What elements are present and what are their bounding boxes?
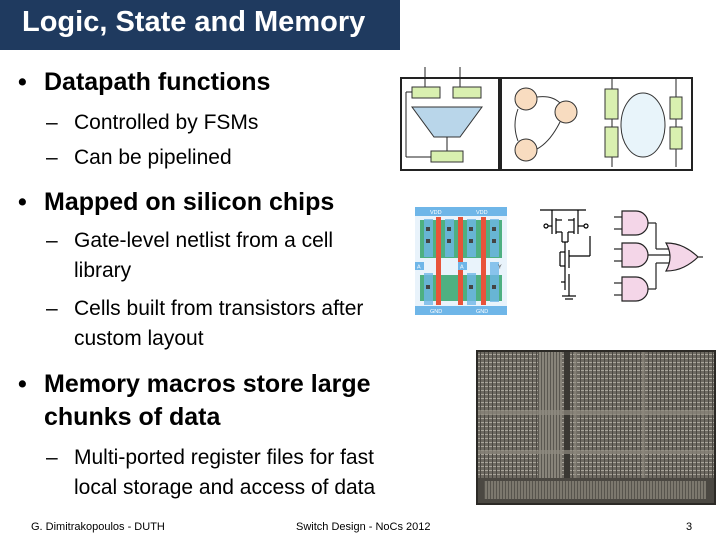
bullet-memory: • Memory macros store large xyxy=(18,370,371,399)
bullet-text: Mapped on silicon chips xyxy=(44,188,335,216)
input-a-label: A xyxy=(417,265,421,271)
vdd-label: VDD xyxy=(430,210,442,216)
dash-glyph: – xyxy=(46,297,58,320)
sub-bullet-transistors-cont: custom layout xyxy=(74,327,204,351)
bullet-datapath: • Datapath functions xyxy=(18,68,271,97)
sub-bullet-text: Controlled by FSMs xyxy=(74,111,259,134)
vdd-label: VDD xyxy=(476,210,488,216)
input-a-label: A xyxy=(460,265,464,271)
fsm-state xyxy=(514,87,538,111)
register xyxy=(430,150,464,163)
sub-bullet-pipelined: – Can be pipelined xyxy=(46,146,232,170)
register xyxy=(669,126,683,150)
bullet-glyph: • xyxy=(18,68,27,96)
slide-title: Logic, State and Memory xyxy=(22,6,366,38)
bullet-text: Memory macros store large xyxy=(44,370,371,398)
register xyxy=(411,86,441,99)
memory-macro-image xyxy=(476,350,716,505)
sub-bullet-register-files: – Multi-ported register files for fast xyxy=(46,446,374,470)
and-gate-icon xyxy=(621,210,649,236)
or-gate-icon xyxy=(664,242,699,272)
sub-bullet-text: custom layout xyxy=(74,327,204,350)
register xyxy=(604,88,619,120)
bullet-text: Datapath functions xyxy=(44,68,271,96)
sub-bullet-register-files-cont: local storage and access of data xyxy=(74,476,375,500)
bullet-silicon: • Mapped on silicon chips xyxy=(18,188,335,217)
sub-bullet-fsm: – Controlled by FSMs xyxy=(46,111,259,135)
output-y-label: Y xyxy=(498,265,502,271)
sub-bullet-text: library xyxy=(74,259,132,282)
dash-glyph: – xyxy=(46,146,58,169)
sub-bullet-text: Cells built from transistors after xyxy=(74,297,364,320)
sub-bullet-netlist-cont: library xyxy=(74,259,131,283)
sub-bullet-text: Multi-ported register files for fast xyxy=(74,446,374,469)
and-gate-icon xyxy=(621,276,649,302)
register xyxy=(669,96,683,120)
logic-cloud xyxy=(620,92,666,158)
page-number: 3 xyxy=(686,521,693,533)
fsm-state xyxy=(514,138,538,162)
dash-glyph: – xyxy=(46,446,58,469)
transistor-schematic xyxy=(540,209,591,300)
dash-glyph: – xyxy=(46,229,58,252)
gnd-label: GND xyxy=(430,309,442,315)
sub-bullet-text: Gate-level netlist from a cell xyxy=(74,229,334,252)
sub-bullet-netlist: – Gate-level netlist from a cell xyxy=(46,229,334,253)
sub-bullet-text: Can be pipelined xyxy=(74,146,232,169)
bullet-glyph: • xyxy=(18,370,27,398)
title-bar: Logic, State and Memory xyxy=(0,0,400,50)
gnd-label: GND xyxy=(476,309,488,315)
register xyxy=(452,86,482,99)
datapath-fsm-diagram xyxy=(400,67,693,171)
gate-netlist-diagram xyxy=(614,210,703,302)
fsm-state xyxy=(554,100,578,124)
bullet-text: chunks of data xyxy=(44,403,221,431)
bullet-memory-cont: chunks of data xyxy=(44,403,220,432)
footer-course: Switch Design - NoCs 2012 xyxy=(296,521,431,533)
alu-shape xyxy=(411,106,483,138)
cell-layout-image: VDD VDD GND GND A A Y xyxy=(415,207,507,315)
bullet-glyph: • xyxy=(18,188,27,216)
footer-author: G. Dimitrakopoulos - DUTH xyxy=(31,521,165,533)
sub-bullet-transistors: – Cells built from transistors after xyxy=(46,297,364,321)
dash-glyph: – xyxy=(46,111,58,134)
and-gate-icon xyxy=(621,242,649,268)
sub-bullet-text: local storage and access of data xyxy=(74,476,376,499)
register xyxy=(604,126,619,158)
